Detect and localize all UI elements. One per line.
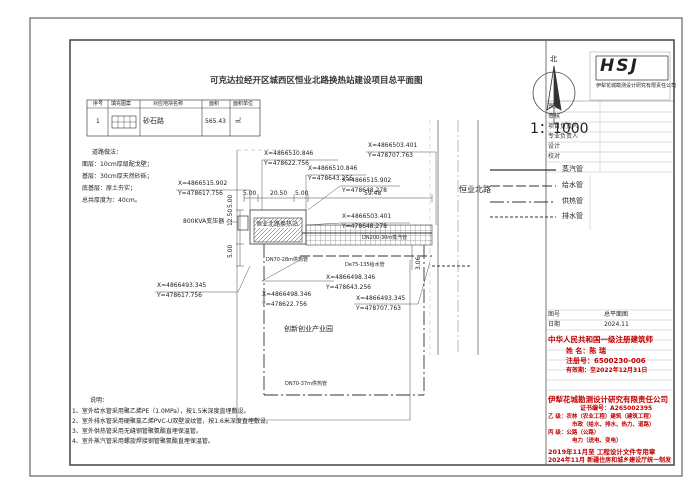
coord-x: X=4866510.846 [308,165,358,172]
coord-x: X=4866515.902 [178,180,228,187]
legend-drain: 排水管 [562,212,583,220]
dim-label: 12.50 [227,208,234,226]
coord-y: Y=478622.756 [262,301,307,308]
stamp-company-line: 市政（给水、排水、热力、道路） [572,422,655,428]
road-name: 恒业北路 [459,185,491,194]
station-label: 恒业北路换热站 [256,221,299,228]
logo-caption: 伊犁花城勘测设计研究有限责任公司 [596,83,677,89]
road-note: 面层：10cm厚级配戈壁； [82,161,153,168]
stamp-company-line: 乙 级：农林（农业工程）建筑（建筑工程） [548,414,655,420]
coord-x: X=4866498.346 [262,291,312,298]
table-row-no: 1 [96,118,100,125]
coord-y: Y=478648.278 [342,187,387,194]
road-note: 底基层：原土夯实； [82,185,137,192]
table-header-name: 对应地块名称 [153,101,184,107]
coord-x: X=4866493.345 [356,295,406,302]
transformer-label: 800KVA变压器 [183,218,225,225]
scale-label: 1：1000 [530,121,589,137]
note-line: 2、室外排水管采用硬聚氯乙烯PVC-U双壁波纹管，按1.6米深度直埋敷设。 [72,418,272,425]
road-note: 道路做法： [92,149,123,156]
note-line: 4、室外蒸汽管采用螺旋焊接钢管聚氨酯直埋保温管。 [72,438,214,445]
note-line: 3、室外供热管采用无缝钢管聚氨酯直埋保温管。 [72,428,202,435]
stamp-architect-number: 注册号：6500230-006 [566,357,646,365]
legend-steam: 蒸汽管 [562,165,583,173]
table-row-name: 砂石路 [143,117,164,125]
stamp-company-name: 伊犁花城勘测设计研究有限责任公司 [548,395,668,404]
coord-x: X=4866498.346 [326,274,376,281]
stamp-architect-title: 中华人民共和国一级注册建筑师 [548,335,653,344]
road-note: 基层：30cm厚天然砂砾； [82,173,153,180]
panel-row: 校对 [548,153,561,160]
coord-y: Y=478622.756 [264,160,309,167]
panel-row: 设计 [548,143,561,150]
table-row-area: 565.43 [205,118,226,125]
pipe-label-steam: DN200-30m蒸汽管 [362,235,408,241]
coord-y: Y=478707.763 [356,305,401,312]
drawing-title: 可克达拉经开区城西区恒业北路换热站建设项目总平面图 [210,76,423,86]
pipe-label-water: De75-135给水管 [345,262,385,268]
panel-row: 日期 [548,321,561,328]
road-note: 总共厚度为：40cm。 [82,197,141,204]
coord-y: Y=478643.256 [326,284,371,291]
coord-y: Y=478643.256 [308,175,353,182]
dim-label: 20.50 [270,190,288,197]
panel-row: 审定 [548,103,561,110]
coord-y: Y=478707.763 [368,152,413,159]
table-header-no: 序号 [93,101,104,107]
coord-x: X=4866503.401 [368,142,418,149]
legend-water: 给水管 [562,181,583,189]
note-line: 说明： [90,397,109,404]
dim-label: 5.00 [243,190,257,197]
dim-label: 59.48 [364,190,382,197]
dim-label: 5.00 [227,194,234,208]
coord-x: X=4866515.902 [342,177,392,184]
panel-row: 图号 [548,311,561,318]
stamp-architect-name: 姓 名：陈 瑞 [566,347,606,355]
dim-label: 3.06 [415,256,422,270]
legend-heating: 供热管 [562,197,583,205]
stamp-company-line: 电力（送电、变电） [572,438,622,444]
dim-label: 5.00 [295,190,309,197]
table-header-unit: 面积单位 [233,101,254,107]
stamp-architect-validity: 有效期：至2022年12月31日 [566,367,648,374]
table-row-unit: ㎡ [235,118,242,125]
coord-y: Y=478648.278 [342,223,387,230]
park-name: 创新创业产业园 [284,325,333,333]
table-header-pattern: 填充图案 [111,101,132,107]
stamp-review-line2: 2024年11月 新疆住房和城乡建设厅统一制发 [548,457,672,464]
dim-label: 5.00 [227,244,234,258]
pipe-label-heating: DN70-37m供热管 [285,381,327,387]
panel-row: 专业负责人 [548,133,579,140]
coord-x: X=4866493.345 [157,282,207,289]
company-logo-icon: HSJ [600,56,639,76]
panel-value-drawing-no: 总平面图 [604,311,629,318]
note-line: 1、室外给水管采用聚乙烯PE（1.0MPa），按1.5米深度直埋敷设。 [72,408,250,415]
stamp-review-line1: 2019年11月至 工程设计文件专用章 [548,448,656,456]
stamp-company-line: 丙 级：公路（公路） [548,430,600,436]
pipe-label-heating: DN70-28m供热管 [266,257,308,263]
panel-row: 审核 [548,113,561,120]
stamp-company-cert: 证书编号：A265002395 [580,405,653,412]
table-header-area: 面积 [209,101,220,107]
coord-y: Y=478617.756 [178,190,223,197]
panel-row: 项目负责人 [548,123,579,130]
coord-y: Y=478617.756 [157,292,202,299]
coord-x: X=4866510.846 [264,150,314,157]
panel-value-date: 2024.11 [604,321,629,328]
coord-x: X=4866503.401 [342,213,392,220]
north-label: 北 [550,55,557,63]
